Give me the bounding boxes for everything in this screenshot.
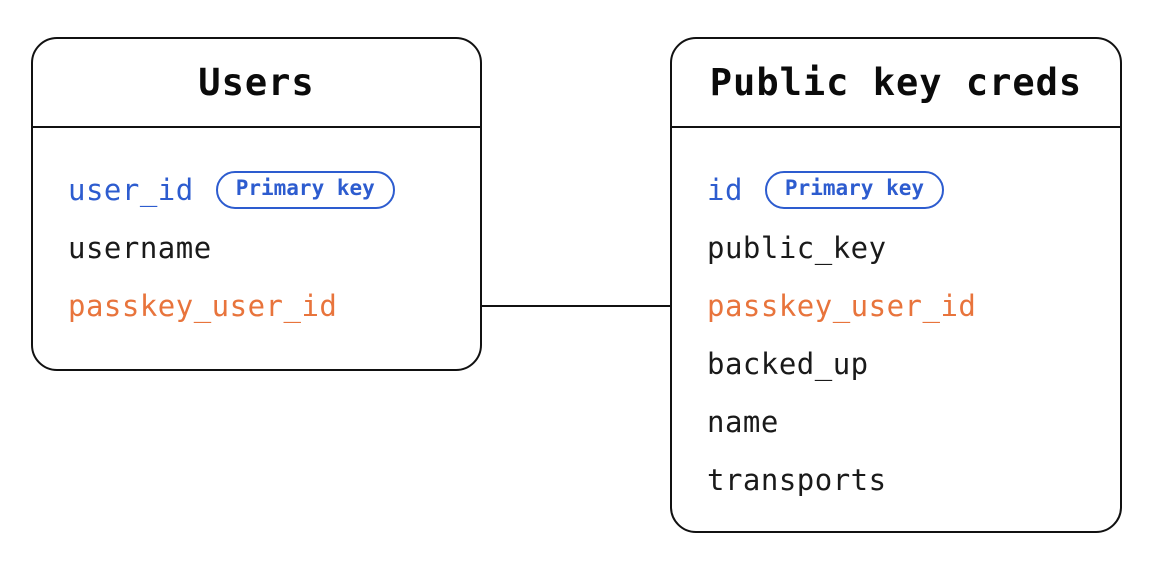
field-row-public-key: public_key bbox=[707, 219, 1110, 277]
field-row-id: id Primary key bbox=[707, 161, 1110, 219]
table-users: Users user_id Primary key username passk… bbox=[31, 37, 482, 371]
field-name-passkey-user-id: passkey_user_id bbox=[707, 289, 977, 323]
field-row-user-id: user_id Primary key bbox=[68, 161, 470, 219]
field-row-name: name bbox=[707, 393, 1110, 451]
field-row-username: username bbox=[68, 219, 470, 277]
field-name-username: username bbox=[68, 231, 212, 265]
field-name-passkey-user-id: passkey_user_id bbox=[68, 289, 338, 323]
field-row-backed-up: backed_up bbox=[707, 335, 1110, 393]
field-name-name: name bbox=[707, 405, 779, 439]
table-users-fields: user_id Primary key username passkey_use… bbox=[33, 128, 480, 335]
table-users-header: Users bbox=[33, 39, 480, 128]
field-name-id: id bbox=[707, 173, 743, 207]
primary-key-badge: Primary key bbox=[215, 171, 395, 209]
field-row-passkey-user-id: passkey_user_id bbox=[68, 277, 470, 335]
field-row-passkey-user-id: passkey_user_id bbox=[707, 277, 1110, 335]
table-users-title: Users bbox=[198, 61, 315, 104]
table-public-key-creds-header: Public key creds bbox=[672, 39, 1120, 128]
field-name-public-key: public_key bbox=[707, 231, 887, 265]
primary-key-badge: Primary key bbox=[764, 171, 944, 209]
table-public-key-creds-title: Public key creds bbox=[709, 61, 1083, 104]
field-name-transports: transports bbox=[707, 463, 887, 497]
relationship-line bbox=[482, 305, 670, 307]
field-name-backed-up: backed_up bbox=[707, 347, 869, 381]
table-public-key-creds: Public key creds id Primary key public_k… bbox=[670, 37, 1122, 533]
field-name-user-id: user_id bbox=[68, 173, 194, 207]
field-row-transports: transports bbox=[707, 451, 1110, 509]
table-public-key-creds-fields: id Primary key public_key passkey_user_i… bbox=[672, 128, 1120, 509]
